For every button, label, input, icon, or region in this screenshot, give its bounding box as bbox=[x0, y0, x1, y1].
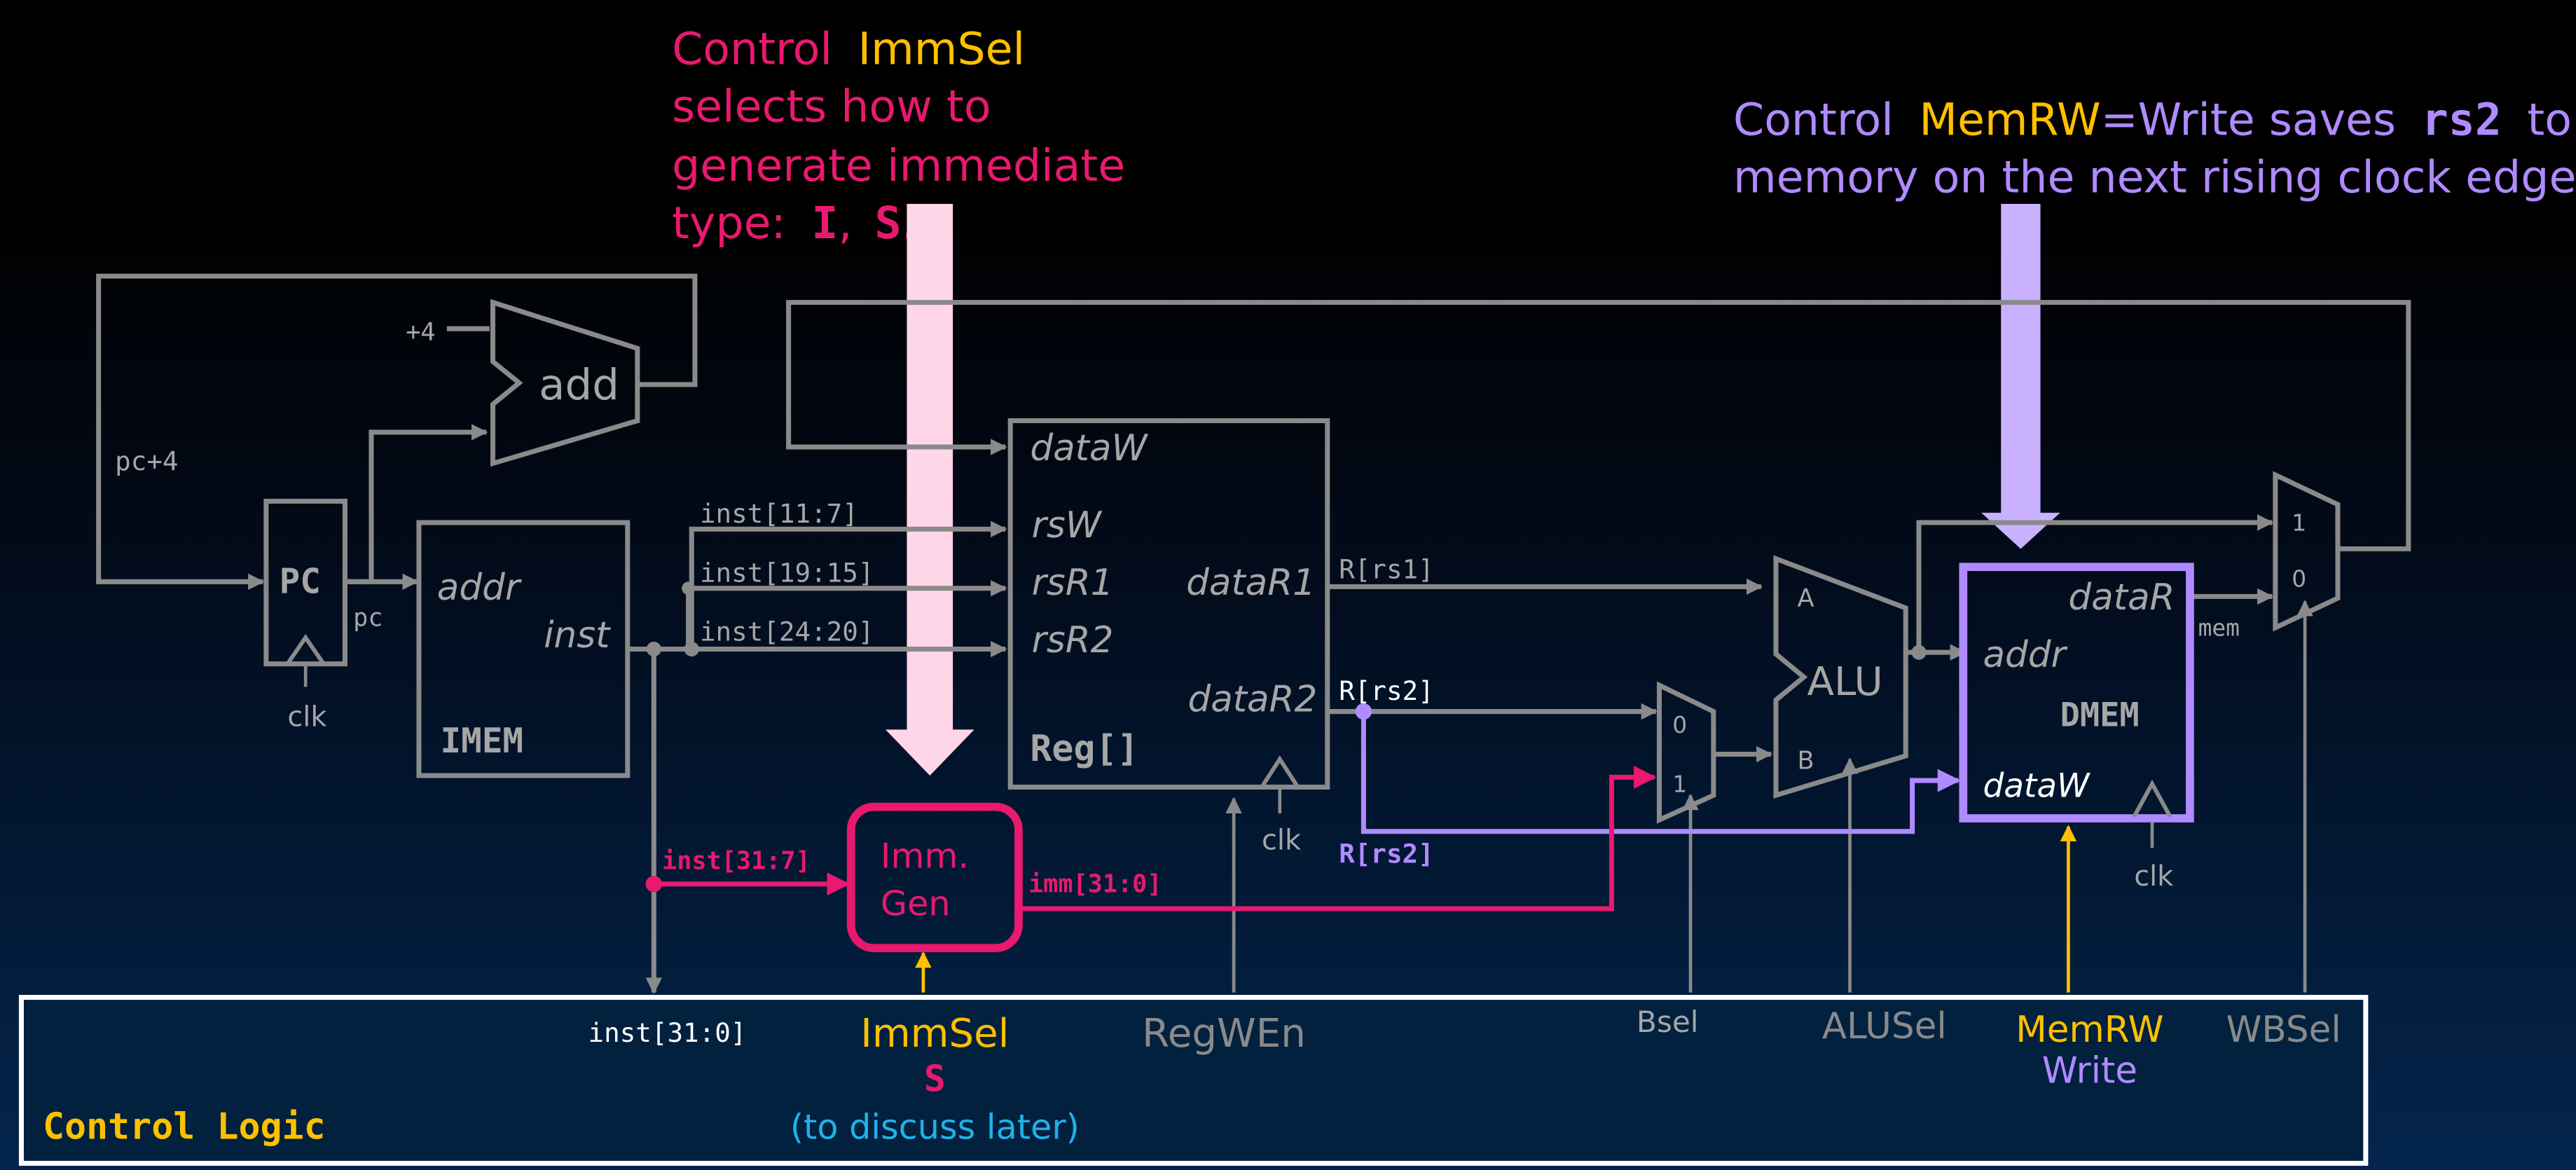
adder-label: add bbox=[539, 360, 619, 410]
annotation-control-word: Control bbox=[672, 23, 832, 75]
annotation-memrw-line2: memory on the next rising clock edge. bbox=[1733, 151, 2576, 203]
reg-datar1-label: dataR1 bbox=[1186, 562, 1316, 604]
reg-rsw-label: rsW bbox=[1032, 504, 1103, 546]
bsel-mux: 0 1 bbox=[1656, 681, 1716, 824]
control-immsel-label: ImmSel bbox=[860, 1011, 1009, 1057]
wbsel-mux-in1: 1 bbox=[2292, 510, 2306, 537]
dmem-clk-label: clk bbox=[2134, 860, 2173, 893]
annotation-immsel-line3: generate immediate bbox=[672, 139, 1125, 191]
wire-imm-31-0: imm[31:0] bbox=[1028, 870, 1162, 899]
dmem-addr-label: addr bbox=[1983, 634, 2067, 676]
wbsel-mux-in0: 0 bbox=[2292, 565, 2306, 592]
dmem-dataw-label: dataW bbox=[1983, 767, 2091, 806]
control-memrw-label: MemRW bbox=[2016, 1009, 2163, 1051]
register-file-block: dataW rsW rsR1 rsR2 dataR1 dataR2 Reg[] … bbox=[1007, 418, 1330, 857]
inst-31-7-junction bbox=[645, 876, 663, 893]
wire-junctions bbox=[646, 581, 1927, 660]
control-alusel-label: ALUSel bbox=[1822, 1005, 1947, 1047]
annotation-memrw-control: Control bbox=[1733, 93, 1894, 145]
svg-text:Control MemRW=Write save: Control MemRW=Write saves rs2 to bbox=[1733, 93, 2572, 145]
mem-wire-label: mem bbox=[2198, 615, 2240, 642]
adder-block: add +4 bbox=[406, 298, 640, 467]
annotation-immsel-line2: selects how to bbox=[672, 81, 991, 132]
wire-inst-11-7: inst[11:7] bbox=[700, 498, 858, 529]
bsel-mux-in1: 1 bbox=[1672, 771, 1687, 797]
memrw-annotation: Control MemRW=Write saves rs2 to memory … bbox=[1733, 93, 2576, 549]
control-memrw-value: Write bbox=[2042, 1050, 2137, 1092]
control-logic-panel: Control Logic inst[31:0] ImmSel S (to di… bbox=[18, 995, 2369, 1166]
reg-rsr1-label: rsR1 bbox=[1032, 562, 1114, 604]
control-bsel-label: Bsel bbox=[1637, 1005, 1699, 1039]
control-logic-title: Control Logic bbox=[43, 1106, 326, 1148]
annotation-immsel-word: ImmSel bbox=[857, 23, 1025, 75]
control-immsel-value: S bbox=[924, 1058, 946, 1100]
annotation-memrw-rs2: rs2 bbox=[2422, 93, 2502, 145]
annotation-memrw-to: to bbox=[2527, 93, 2572, 145]
immsel-annotation: Control ImmSel selects how to generate i… bbox=[672, 23, 1125, 776]
reg-datar2-label: dataR2 bbox=[1187, 679, 1317, 721]
imem-addr-label: addr bbox=[437, 567, 522, 609]
reg-clk-label: clk bbox=[1262, 825, 1301, 857]
annotation-memrw-eq-write: =Write saves bbox=[2101, 93, 2396, 145]
wire-r-rs2-bottom: R[rs2] bbox=[1339, 838, 1434, 869]
imem-block: addr inst IMEM bbox=[416, 520, 631, 778]
immsel-pointer-arrow bbox=[885, 203, 974, 776]
dmem-label: DMEM bbox=[2060, 696, 2140, 735]
dmem-datar-label: dataR bbox=[2068, 577, 2175, 619]
wire-r-rs1: R[rs1] bbox=[1339, 554, 1434, 585]
wire-r-rs2-top: R[rs2] bbox=[1339, 675, 1434, 706]
immediate-path bbox=[654, 765, 1657, 911]
control-immsel-note: (to discuss later) bbox=[790, 1106, 1080, 1147]
control-wbsel-label: WBSel bbox=[2226, 1009, 2341, 1051]
reg-dataw-label: dataW bbox=[1030, 427, 1148, 469]
reg-rsr2-label: rsR2 bbox=[1032, 619, 1114, 661]
memrw-pointer-arrow bbox=[1981, 203, 2060, 549]
pc-label: PC bbox=[280, 561, 321, 602]
annotation-memrw-word: MemRW bbox=[1919, 93, 2100, 145]
alu-block: ALU A B bbox=[1773, 555, 1908, 799]
control-regwen-label: RegWEn bbox=[1142, 1011, 1306, 1057]
plus4-label: +4 bbox=[406, 318, 435, 347]
annotation-type-i: I bbox=[811, 197, 838, 249]
bsel-mux-in0: 0 bbox=[1672, 712, 1687, 738]
wire-inst-19-15: inst[19:15] bbox=[700, 557, 874, 588]
immgen-line2: Gen bbox=[881, 883, 951, 923]
dmem-block: dataR addr DMEM dataW clk bbox=[1959, 563, 2194, 893]
pc-clk-label: clk bbox=[287, 701, 326, 734]
wbsel-mux: 1 0 bbox=[2273, 471, 2341, 632]
svg-text:type: I, S.: type: I, S. bbox=[672, 197, 916, 249]
alu-a-label: A bbox=[1797, 584, 1814, 612]
wire-inst-31-7: inst[31:7] bbox=[662, 847, 811, 876]
rs2-data-path bbox=[1361, 711, 1961, 834]
pc-register: PC pc clk bbox=[263, 498, 383, 734]
wire-inst-24-20: inst[24:20] bbox=[700, 617, 874, 647]
alu-b-label: B bbox=[1797, 747, 1814, 776]
imem-label: IMEM bbox=[440, 720, 523, 761]
annotation-type-comma: , bbox=[838, 197, 852, 249]
immgen-block: Imm. Gen bbox=[846, 802, 1023, 953]
imem-inst-label: inst bbox=[544, 614, 611, 656]
pc4-label: pc+4 bbox=[115, 446, 178, 476]
pc-out-label: pc bbox=[353, 604, 383, 633]
rs2-junction bbox=[1355, 703, 1372, 720]
annotation-type-s: S bbox=[874, 197, 901, 249]
immgen-line1: Imm. bbox=[881, 835, 969, 876]
svg-text:Control ImmSel: Control ImmSel bbox=[672, 23, 1025, 75]
alu-label: ALU bbox=[1807, 659, 1883, 705]
annotation-type-prefix: type: bbox=[672, 197, 786, 249]
control-inst-31-0: inst[31:0] bbox=[588, 1017, 747, 1048]
reg-label: Reg[] bbox=[1030, 728, 1138, 770]
